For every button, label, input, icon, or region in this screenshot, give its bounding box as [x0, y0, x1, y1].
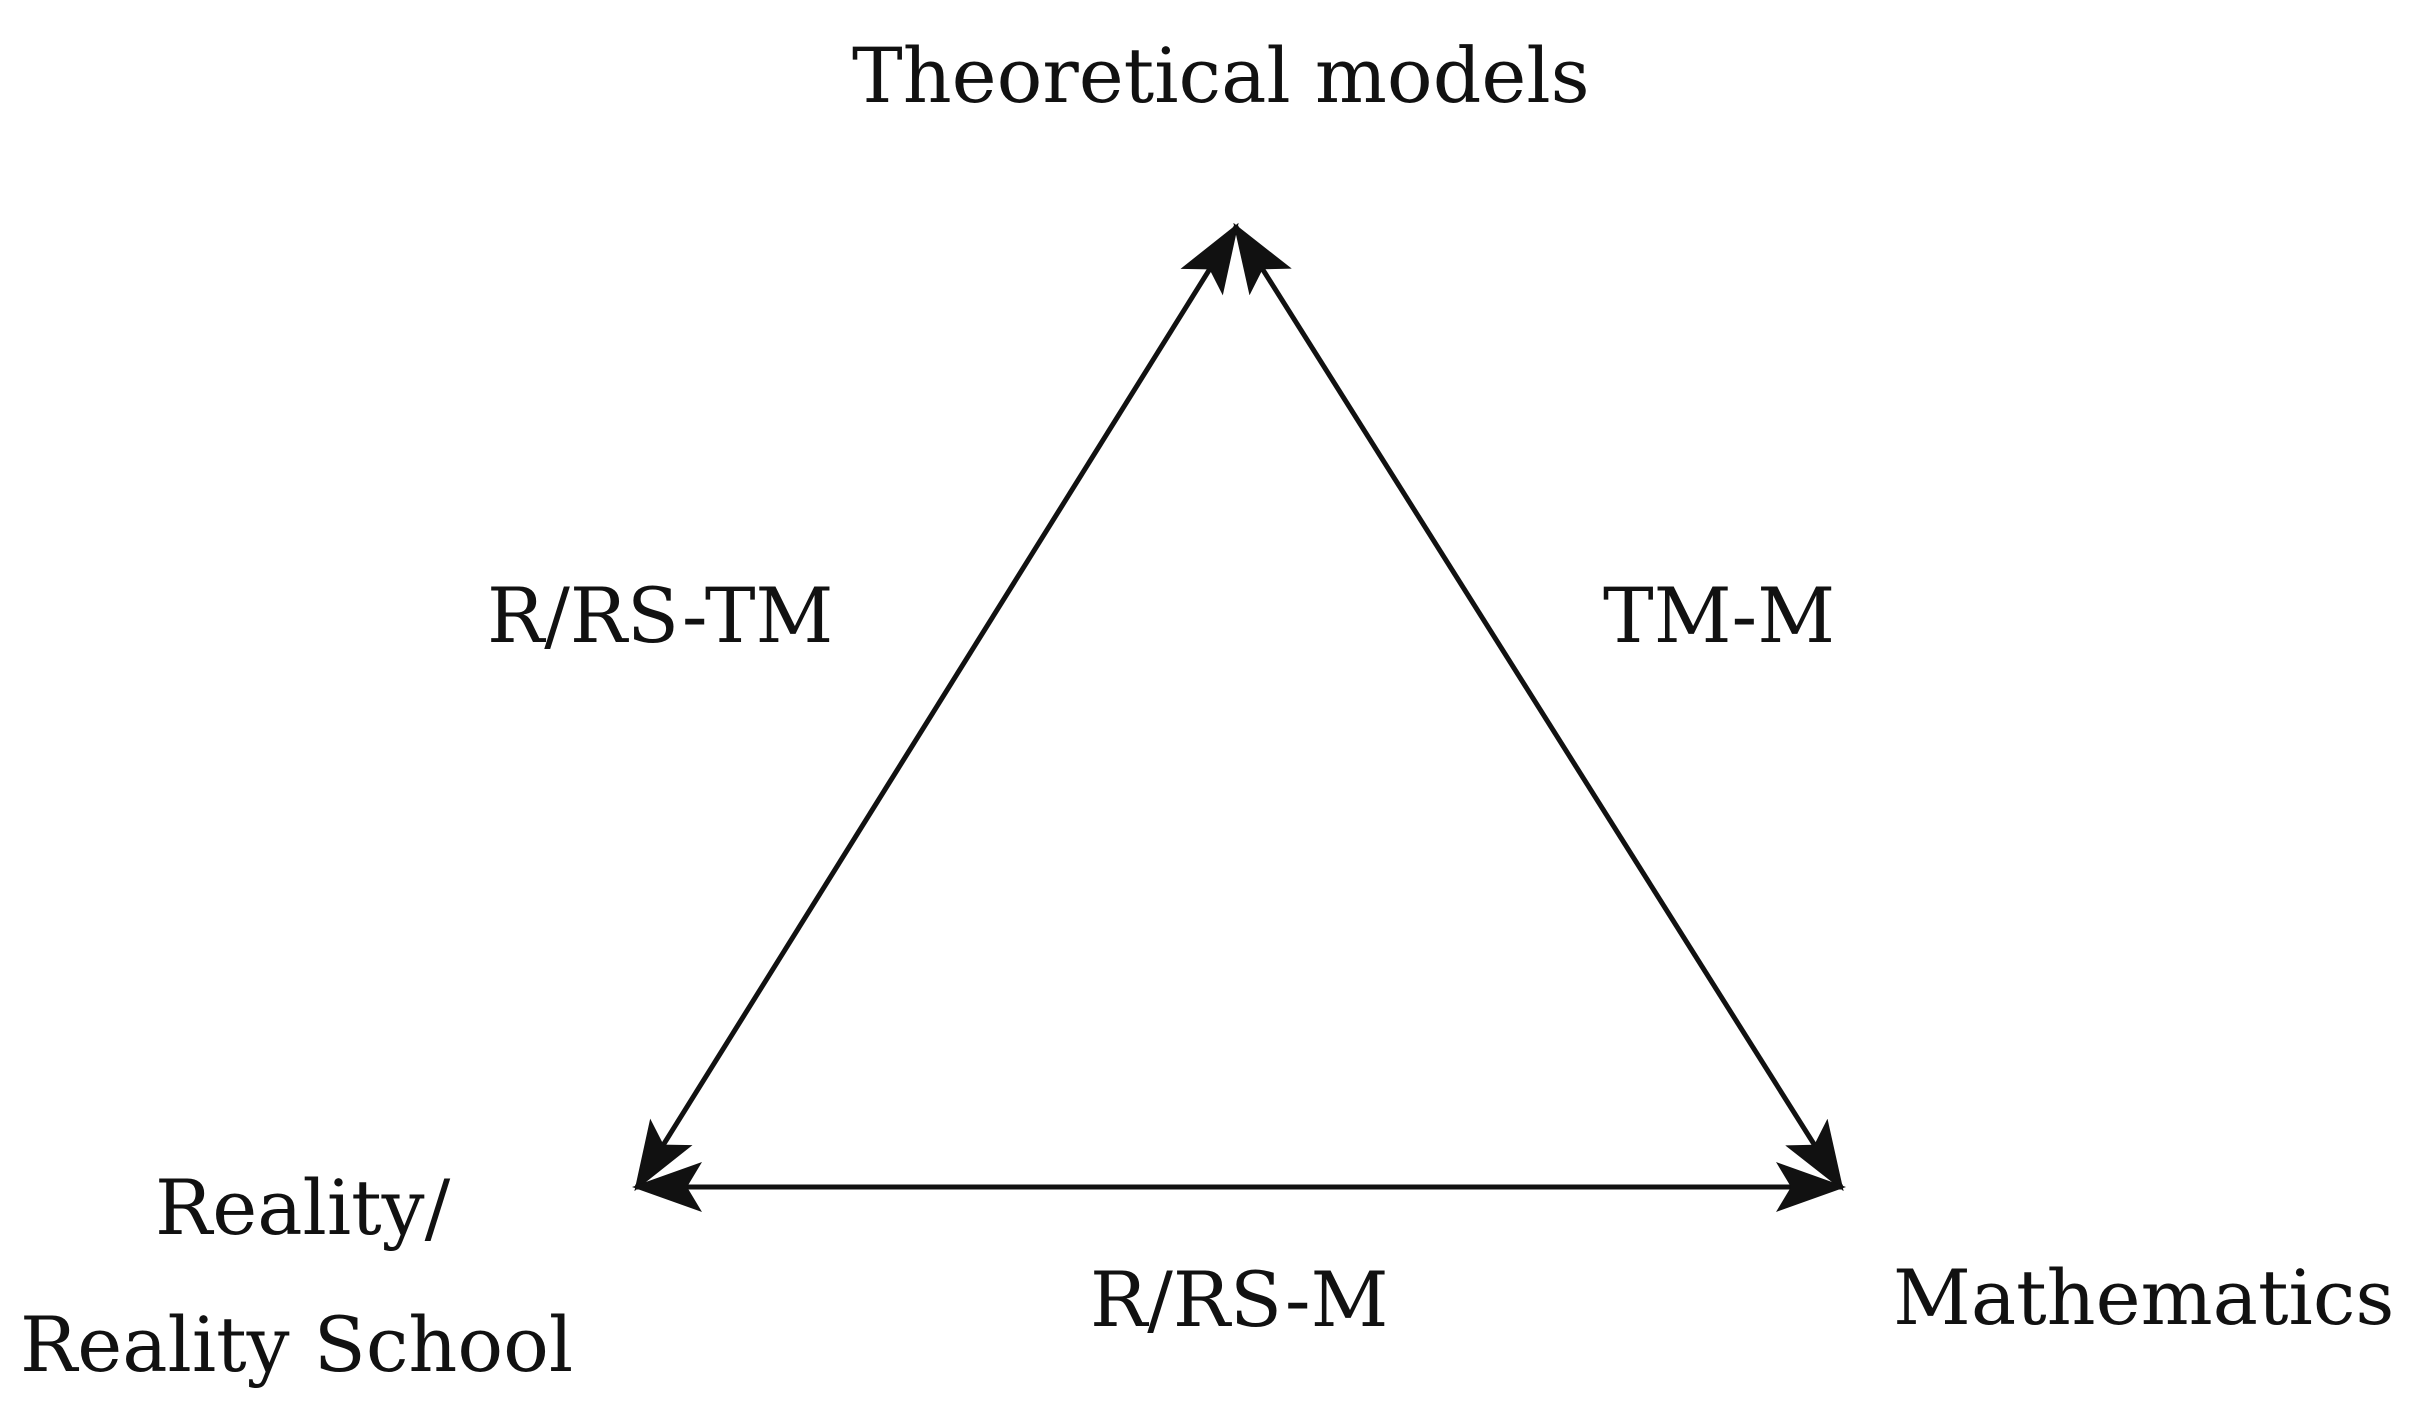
- node-theoretical-models: Theoretical models: [852, 31, 1590, 120]
- arrow-theoretical-models-mathematics: [1233, 222, 1844, 1192]
- node-reality-line2: Reality School: [20, 1300, 574, 1389]
- edge-label-r-rs-m: R/RS-M: [1090, 1255, 1389, 1344]
- edge-label-tm-m: TM-M: [1603, 571, 1836, 660]
- node-reality-line1: Reality/: [155, 1163, 451, 1252]
- edge-label-r-rs-tm: R/RS-TM: [487, 571, 834, 660]
- node-mathematics: Mathematics: [1893, 1253, 2395, 1342]
- node-reality: Reality/ Reality School: [20, 1160, 573, 1392]
- arrow-reality-theoretical-models: [634, 222, 1239, 1192]
